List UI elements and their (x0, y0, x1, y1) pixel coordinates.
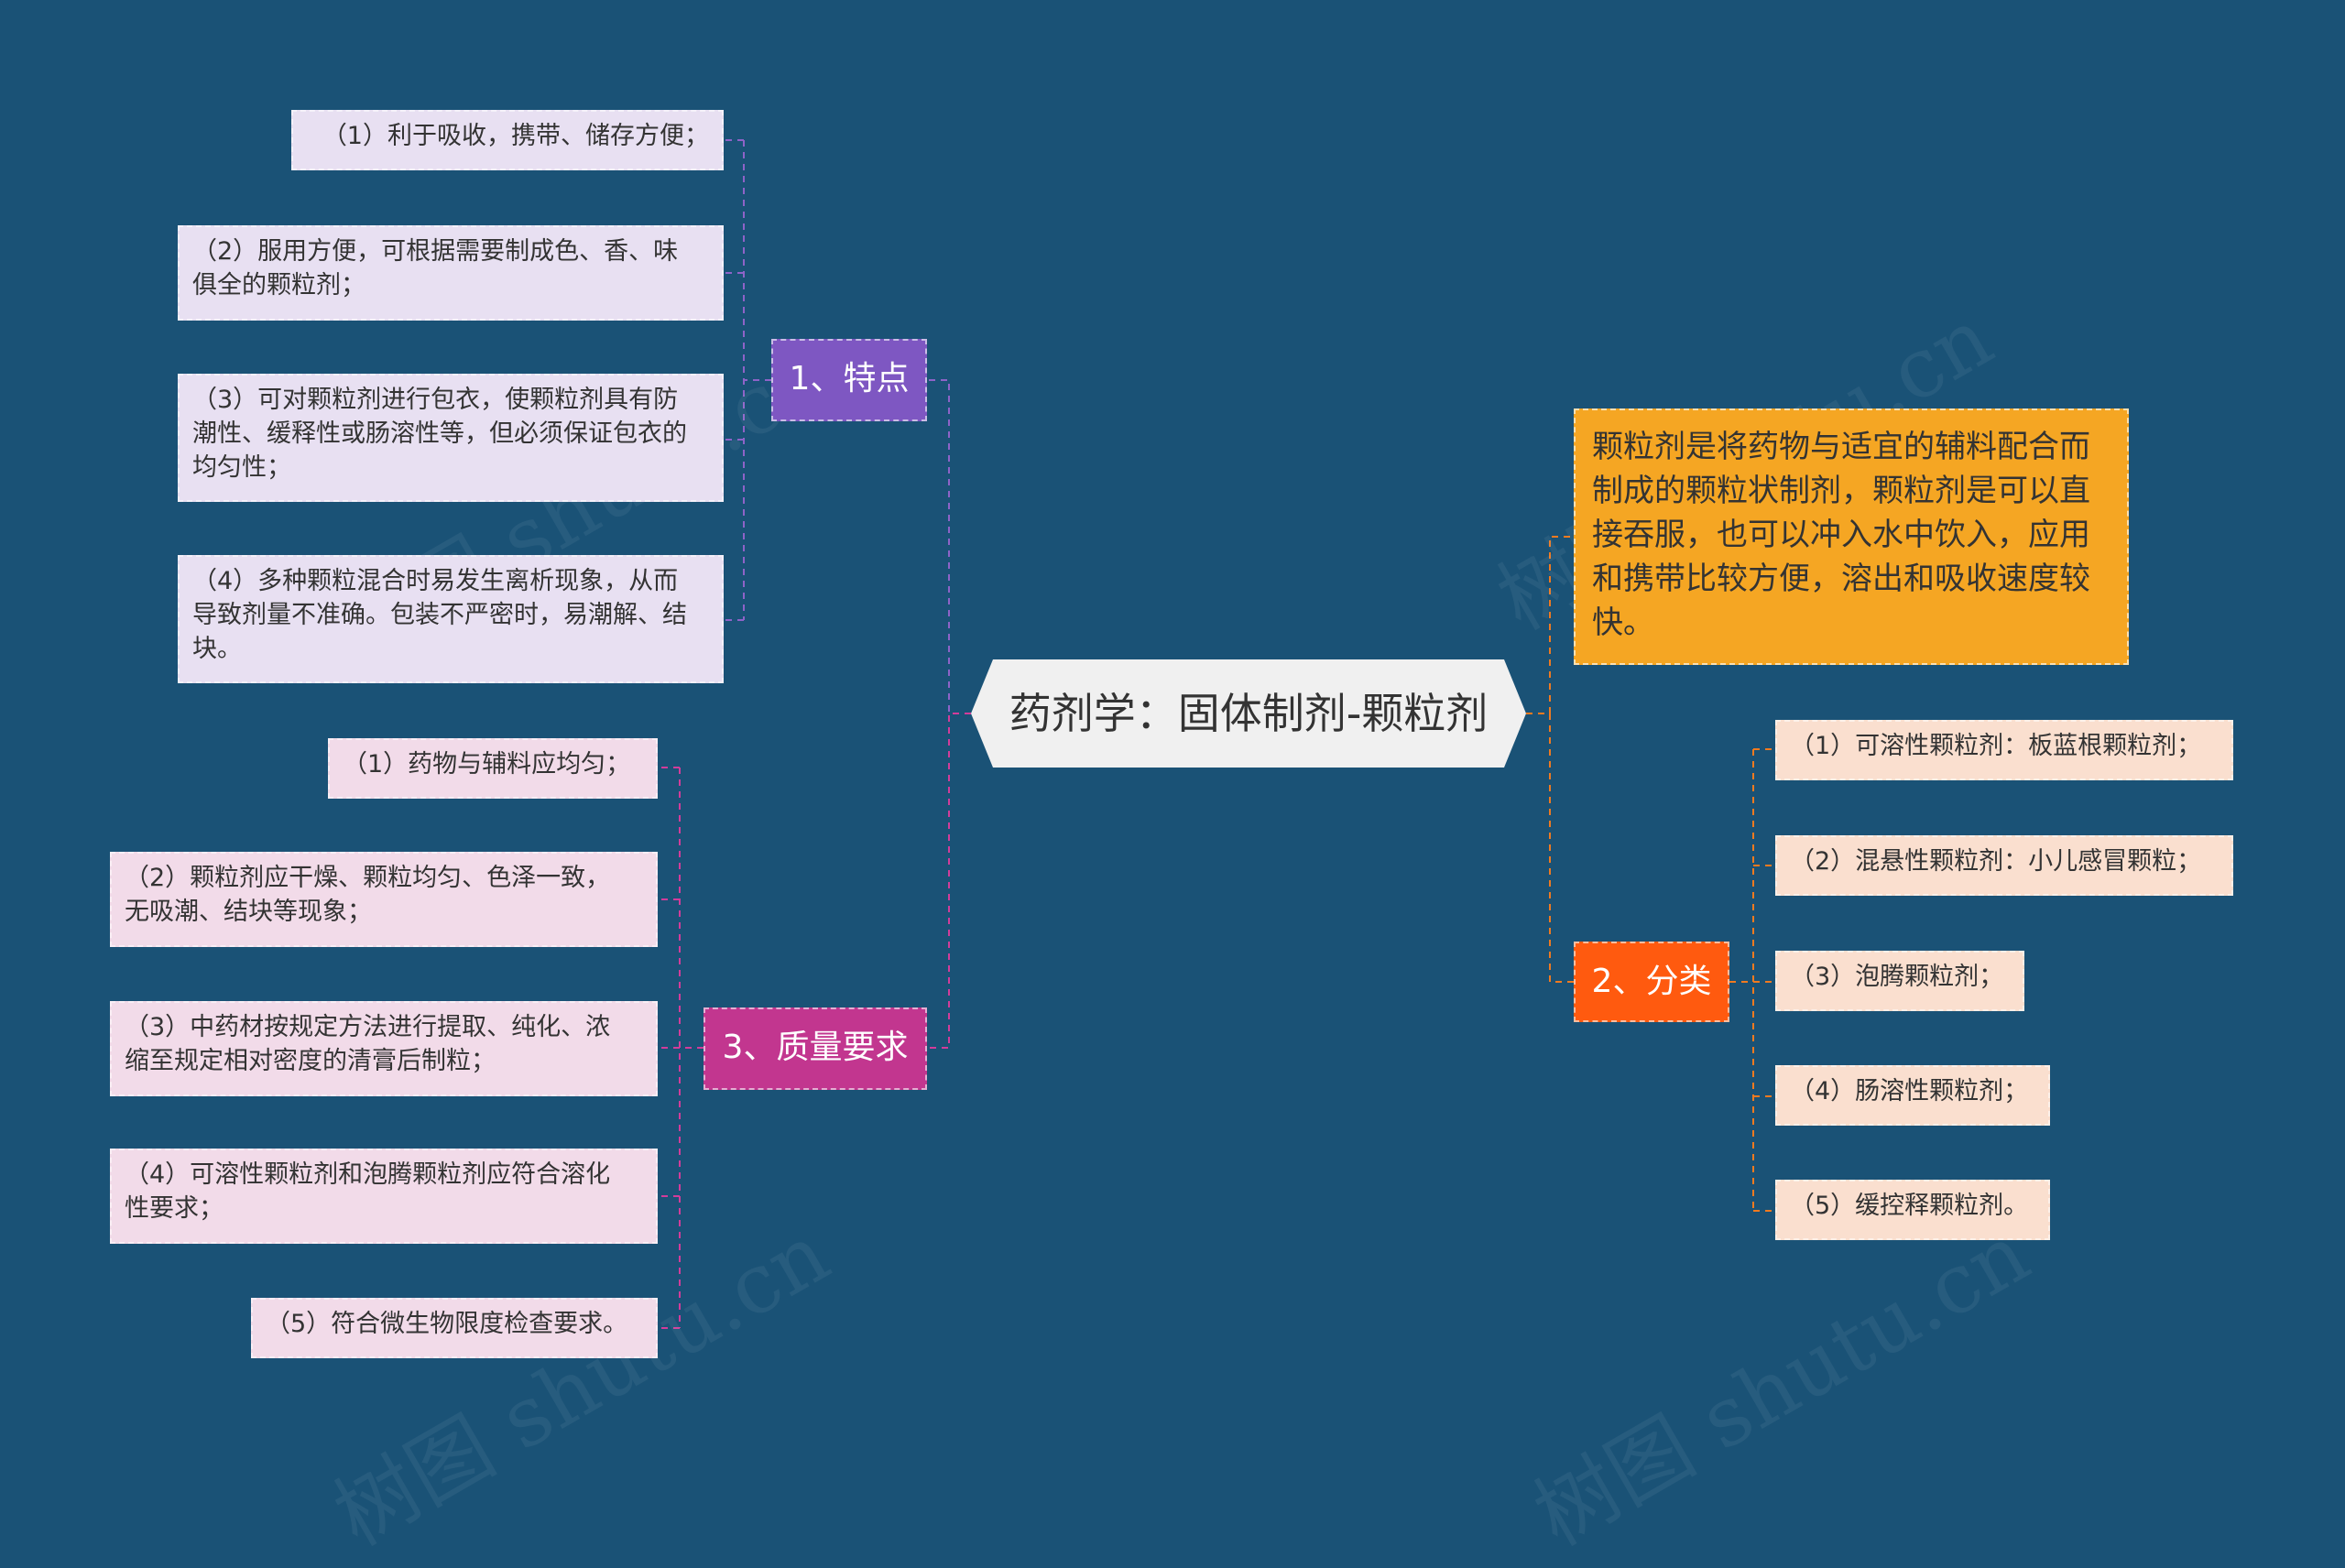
feature-item[interactable]: （4）多种颗粒混合时易发生离析现象，从而 导致剂量不准确。包装不严密时，易潮解、… (178, 555, 724, 683)
feature-item-line: 导致剂量不准确。包装不严密时，易潮解、结 (192, 601, 687, 629)
feature-item[interactable]: （1）利于吸收，携带、储存方便； (291, 110, 724, 170)
quality-item-line: （3）中药材按规定方法进行提取、纯化、浓 (125, 1013, 611, 1041)
quality-item-line: 性要求； (125, 1194, 224, 1223)
classification-item-line: （2）混悬性颗粒剂：小儿感冒颗粒； (1790, 847, 2202, 876)
connector-center-features (927, 379, 971, 714)
quality-item-line: 缩至规定相对密度的清膏后制粒； (125, 1047, 496, 1075)
branch-classification[interactable]: 2、分类 (1574, 942, 1729, 1022)
branch-quality-label: 3、质量要求 (722, 1029, 909, 1066)
branch-features[interactable]: 1、特点 (771, 339, 927, 421)
classification-item[interactable]: （5）缓控释颗粒剂。 (1775, 1180, 2050, 1240)
connector-center-quality (927, 713, 971, 1049)
quality-item-line: （4）可溶性颗粒剂和泡腾颗粒剂应符合溶化 (125, 1160, 611, 1189)
classification-item-line: （1）可溶性颗粒剂：板蓝根颗粒剂； (1790, 732, 2202, 760)
quality-item-line: 无吸潮、结块等现象； (125, 898, 372, 926)
feature-item-line: 块。 (192, 635, 242, 663)
classification-item-line: （4）肠溶性颗粒剂； (1790, 1077, 2029, 1105)
connector-features-leaves (724, 139, 771, 621)
feature-item-line: 均匀性； (192, 453, 291, 482)
quality-item-line: （1）药物与辅料应均匀； (343, 750, 631, 779)
feature-item-line: （1）利于吸收，携带、储存方便； (322, 122, 709, 150)
description-node[interactable]: 颗粒剂是将药物与适宜的辅料配合而制成的颗粒状制剂，颗粒剂是可以直接吞服，也可以冲… (1574, 408, 2129, 665)
connector-classification-leaves (1729, 748, 1775, 1212)
classification-item[interactable]: （3）泡腾颗粒剂； (1775, 951, 2024, 1011)
quality-item[interactable]: （2）颗粒剂应干燥、颗粒均匀、色泽一致， 无吸潮、结块等现象； (110, 852, 658, 947)
feature-item-line: （4）多种颗粒混合时易发生离析现象，从而 (192, 567, 679, 595)
feature-item[interactable]: （2）服用方便，可根据需要制成色、香、味 俱全的颗粒剂； (178, 225, 724, 321)
connector-quality-leaves (658, 767, 704, 1329)
feature-item-line: （2）服用方便，可根据需要制成色、香、味 (192, 237, 679, 266)
feature-item[interactable]: （3）可对颗粒剂进行包衣，使颗粒剂具有防 潮性、缓释性或肠溶性等，但必须保证包衣… (178, 374, 724, 502)
quality-item[interactable]: （1）药物与辅料应均匀； (328, 738, 658, 799)
feature-item-line: （3）可对颗粒剂进行包衣，使颗粒剂具有防 (192, 386, 679, 414)
feature-item-line: 俱全的颗粒剂； (192, 271, 365, 299)
branch-classification-label: 2、分类 (1591, 963, 1712, 1000)
classification-item-line: （3）泡腾颗粒剂； (1790, 963, 2004, 991)
branch-features-label: 1、特点 (789, 360, 910, 397)
quality-item[interactable]: （3）中药材按规定方法进行提取、纯化、浓 缩至规定相对密度的清膏后制粒； (110, 1001, 658, 1096)
feature-item-line: 潮性、缓释性或肠溶性等，但必须保证包衣的 (192, 419, 687, 448)
classification-item[interactable]: （1）可溶性颗粒剂：板蓝根颗粒剂； (1775, 720, 2233, 780)
classification-item[interactable]: （2）混悬性颗粒剂：小儿感冒颗粒； (1775, 835, 2233, 896)
quality-item[interactable]: （5）符合微生物限度检查要求。 (251, 1298, 658, 1358)
branch-quality[interactable]: 3、质量要求 (704, 1007, 927, 1090)
quality-item-line: （2）颗粒剂应干燥、颗粒均匀、色泽一致， (125, 864, 611, 892)
classification-item-line: （5）缓控释颗粒剂。 (1790, 1192, 2029, 1220)
quality-item-line: （5）符合微生物限度检查要求。 (266, 1310, 628, 1338)
connector-center-right (1526, 536, 1574, 983)
quality-item[interactable]: （4）可溶性颗粒剂和泡腾颗粒剂应符合溶化 性要求； (110, 1149, 658, 1244)
classification-item[interactable]: （4）肠溶性颗粒剂； (1775, 1065, 2050, 1126)
connector-lines (658, 139, 1775, 1329)
central-topic[interactable]: 药剂学：固体制剂-颗粒剂 (971, 659, 1526, 768)
